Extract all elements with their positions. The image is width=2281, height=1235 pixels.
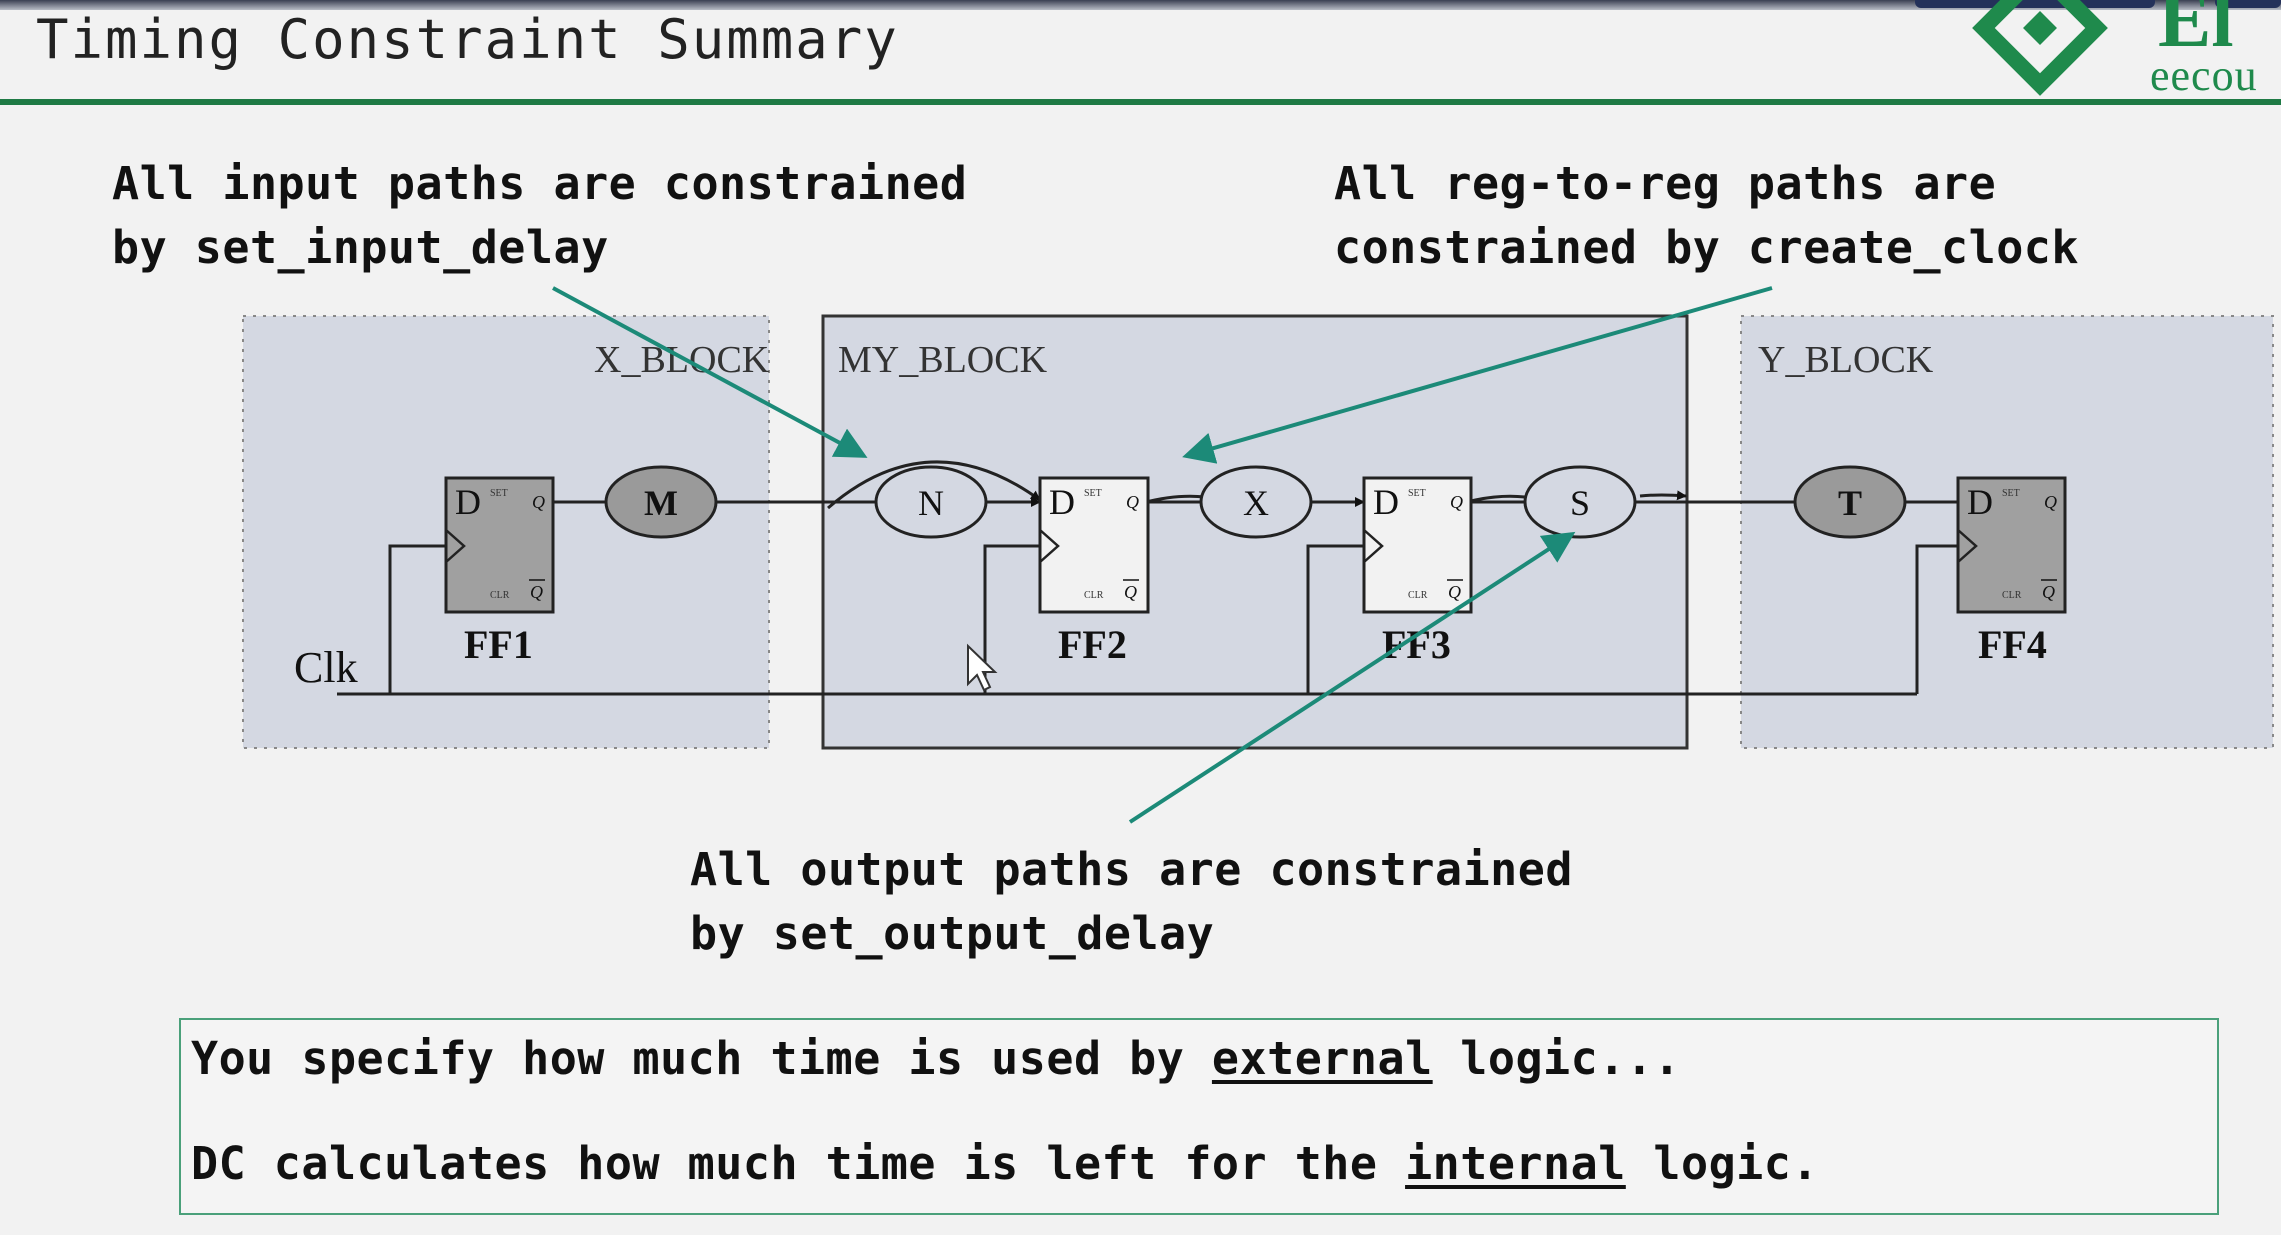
ff2-qbar-pin: Q bbox=[1124, 582, 1137, 602]
ff2-clr-pin: CLR bbox=[1084, 590, 1104, 601]
clock-net bbox=[337, 544, 1958, 696]
cloud-t-label: T bbox=[1838, 483, 1862, 523]
ff3-d-pin: D bbox=[1373, 482, 1399, 522]
input-pointer-arrow bbox=[552, 286, 868, 458]
window-top-strip bbox=[0, 0, 2281, 10]
company-logo: El bbox=[1950, 0, 2281, 100]
toolbar-pill bbox=[1915, 0, 2155, 8]
info-line-1-emphasis: external bbox=[1211, 1032, 1433, 1085]
info-line-2-tail: logic. bbox=[1625, 1137, 1819, 1190]
ff2: D SET Q CLR Q FF2 bbox=[1038, 476, 1150, 667]
ff3-clr-pin: CLR bbox=[1408, 590, 1428, 601]
ff4-set-pin: SET bbox=[2002, 488, 2020, 499]
ff3-set-pin: SET bbox=[1408, 488, 1426, 499]
input-annotation-line1: All input paths are constrained bbox=[112, 157, 968, 210]
ff1-qbar-pin: Q bbox=[530, 582, 543, 602]
cloud-s: S bbox=[1523, 465, 1637, 539]
ff1-q-pin: Q bbox=[532, 492, 545, 512]
ff3-q-pin: Q bbox=[1450, 492, 1463, 512]
info-line-2: DC calculates how much time is left for … bbox=[191, 1137, 1819, 1190]
ff1-d-pin: D bbox=[455, 482, 481, 522]
ff2-d-pin: D bbox=[1049, 482, 1075, 522]
output-annotation-line2: by set_output_delay bbox=[690, 907, 1215, 960]
x-block-label: X_BLOCK bbox=[594, 339, 770, 381]
info-line-2-text: DC calculates how much time is left for … bbox=[191, 1137, 1406, 1190]
title-divider bbox=[0, 99, 2281, 105]
cloud-x: X bbox=[1199, 465, 1313, 539]
ff2-set-pin: SET bbox=[1084, 488, 1102, 499]
toolbar-pill bbox=[2215, 0, 2281, 8]
ff3: D SET Q CLR Q FF3 bbox=[1362, 476, 1473, 667]
mouse-cursor-icon bbox=[967, 643, 998, 692]
cloud-s-label: S bbox=[1570, 483, 1590, 523]
clock-label: Clk bbox=[294, 643, 358, 692]
ff1-label: FF1 bbox=[464, 622, 533, 667]
cloud-m-label: M bbox=[644, 483, 678, 523]
logo-initials: El bbox=[2158, 0, 2234, 64]
info-line-1-text: You specify how much time is used by bbox=[191, 1032, 1212, 1085]
ff1-clr-pin: CLR bbox=[490, 590, 510, 601]
info-line-2-emphasis: internal bbox=[1405, 1137, 1626, 1190]
y-block-label: Y_BLOCK bbox=[1758, 339, 1934, 381]
ff2-label: FF2 bbox=[1058, 622, 1127, 667]
ff4-qbar-pin: Q bbox=[2042, 582, 2055, 602]
cloud-x-label: X bbox=[1243, 483, 1269, 523]
ff4-clr-pin: CLR bbox=[2002, 590, 2022, 601]
cloud-m: M bbox=[604, 465, 718, 539]
ff1-set-pin: SET bbox=[490, 488, 508, 499]
ff3-qbar-pin: Q bbox=[1448, 582, 1461, 602]
page-title: Timing Constraint Summary bbox=[36, 8, 899, 71]
reg-annotation-line2: constrained by create_clock bbox=[1334, 221, 2079, 274]
output-annotation-line1: All output paths are constrained bbox=[690, 843, 1573, 896]
ff3-label: FF3 bbox=[1382, 622, 1451, 667]
input-annotation: All input paths are constrained by set_i… bbox=[112, 152, 967, 280]
info-line-1: You specify how much time is used by ext… bbox=[191, 1032, 1681, 1085]
cloud-t: T bbox=[1793, 465, 1907, 539]
output-pointer-arrow bbox=[1128, 531, 1576, 824]
ff4: D SET Q CLR Q FF4 bbox=[1956, 476, 2067, 667]
ff4-d-pin: D bbox=[1967, 482, 1993, 522]
info-line-1-tail: logic... bbox=[1432, 1032, 1682, 1085]
cloud-n: N bbox=[874, 465, 988, 539]
ff4-label: FF4 bbox=[1978, 622, 2047, 667]
ff4-q-pin: Q bbox=[2044, 492, 2057, 512]
logo-wordmark: eecou bbox=[2150, 51, 2258, 100]
input-annotation-line2: by set_input_delay bbox=[112, 221, 609, 274]
cloud-n-label: N bbox=[918, 483, 944, 523]
reg-annotation-line1: All reg-to-reg paths are bbox=[1334, 157, 1997, 210]
ff2-q-pin: Q bbox=[1126, 492, 1139, 512]
ff1: D SET Q CLR Q FF1 bbox=[444, 476, 555, 667]
output-annotation: All output paths are constrained by set_… bbox=[690, 838, 1573, 966]
info-box: You specify how much time is used by ext… bbox=[179, 1018, 2219, 1215]
my-block-label: MY_BLOCK bbox=[838, 339, 1048, 381]
reg-annotation: All reg-to-reg paths are constrained by … bbox=[1334, 152, 2079, 280]
reg-pointer-arrow bbox=[1182, 286, 1773, 464]
